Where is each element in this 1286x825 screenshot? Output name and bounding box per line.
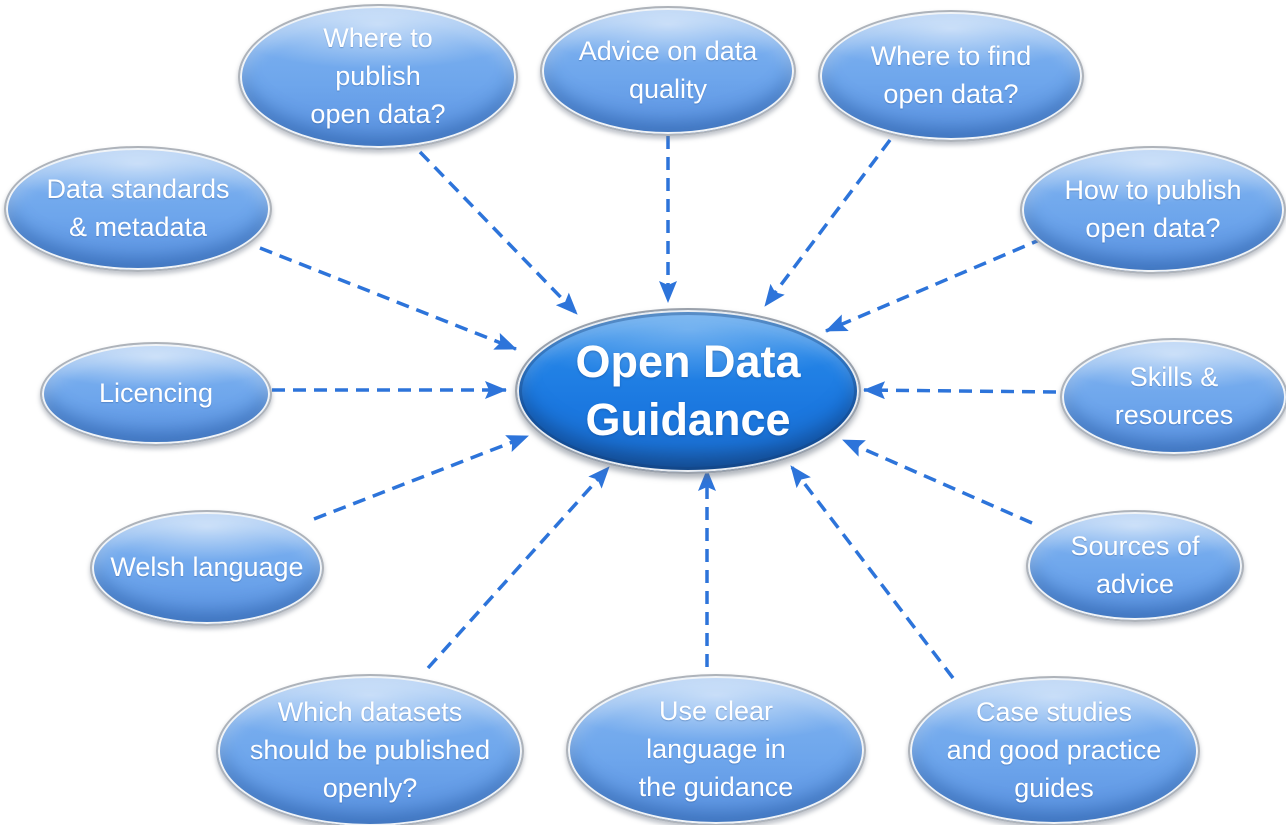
node-label: Welsh language	[110, 552, 304, 583]
node-open-data-guidance-center: Open Data Guidance	[515, 308, 861, 474]
node-how-to-publish-open-data: How to publish open data?	[1020, 146, 1286, 274]
node-label: Where to publish open data?	[310, 23, 446, 129]
node-skills-and-resources: Skills & resources	[1060, 338, 1286, 456]
arrow-case-studies-to-center	[789, 464, 955, 680]
node-advice-on-data-quality: Advice on data quality	[540, 6, 796, 136]
arrow-which-datasets-to-center	[426, 465, 611, 670]
arrow-data-standards-to-center	[259, 246, 517, 351]
node-where-to-find-open-data: Where to find open data?	[818, 10, 1084, 142]
node-label: Where to find open data?	[870, 41, 1032, 109]
node-case-studies-and-good-practice-guides: Case studies and good practice guides	[908, 676, 1200, 825]
node-label: Data standards & metadata	[46, 174, 230, 242]
center-node-label: Open Data Guidance	[575, 335, 801, 446]
node-use-clear-language-in-the-guidance: Use clear language in the guidance	[566, 674, 866, 825]
node-where-to-publish-open-data: Where to publish open data?	[238, 4, 518, 150]
node-label: Skills & resources	[1114, 362, 1234, 430]
node-which-datasets-should-be-published-openly: Which datasets should be published openl…	[216, 674, 524, 825]
node-label: Advice on data quality	[578, 36, 758, 104]
arrow-how-to-publish-to-center	[825, 236, 1045, 333]
node-label: How to publish open data?	[1064, 175, 1242, 243]
arrow-welsh-language-to-center	[313, 434, 529, 521]
node-welsh-language: Welsh language	[90, 510, 324, 626]
arrow-sources-of-advice-to-center	[842, 438, 1033, 525]
node-label: Case studies and good practice guides	[946, 697, 1162, 803]
node-label: Licencing	[98, 378, 214, 409]
node-label: Sources of advice	[1070, 531, 1200, 599]
arrow-where-to-find-to-center	[763, 138, 892, 308]
arrow-skills-resources-to-center	[863, 381, 1057, 400]
node-data-standards-and-metadata: Data standards & metadata	[4, 146, 272, 272]
node-sources-of-advice: Sources of advice	[1026, 510, 1244, 622]
node-label: Use clear language in the guidance	[638, 696, 794, 802]
node-label: Which datasets should be published openl…	[249, 697, 491, 803]
arrow-where-to-publish-to-center	[418, 150, 579, 316]
node-licencing: Licencing	[40, 342, 272, 446]
